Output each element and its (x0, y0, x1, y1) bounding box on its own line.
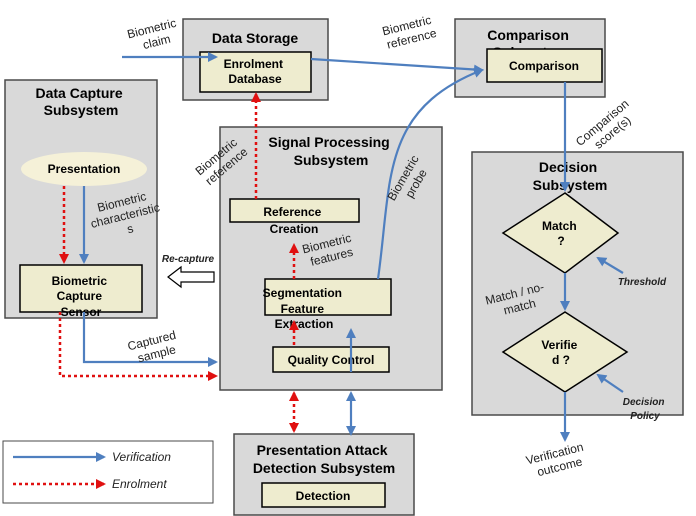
threshold-label: Threshold (618, 277, 667, 288)
detection-component: Detection (261, 482, 386, 508)
legend-enrolment-label: Enrolment (112, 477, 167, 491)
legend: Verification Enrolment (2, 440, 214, 504)
decision-policy-arrow (596, 373, 624, 393)
signal-processing-title: Signal Processing Subsystem (268, 134, 393, 168)
decision-policy-label: Decision Policy (623, 397, 667, 422)
presentation-node: Presentation (21, 152, 147, 186)
enrol-sample-arrow (58, 312, 218, 381)
data-storage-title: Data Storage (212, 30, 299, 46)
svg-text:Detection: Detection (296, 489, 351, 503)
svg-text:Enrolment Database: Enrolment Database (224, 57, 287, 86)
svg-text:Segmentation Feature: Segmentation Feature Extraction (263, 286, 346, 331)
threshold-arrow (596, 256, 624, 274)
svg-text:Verifie d ?: Verifie d ? (541, 338, 580, 367)
match-decision: Match ? (501, 192, 620, 274)
legend-verification-label: Verification (112, 450, 171, 464)
verification-flows (79, 52, 624, 442)
biometric-claim-label: Biometric claim (126, 15, 185, 55)
re-capture-label: Re-capture (162, 254, 215, 265)
biometric-capture-sensor: Biometric Capture Sensor (19, 264, 143, 319)
biometric-reference-arrow (310, 57, 484, 75)
svg-text:Presentation: Presentation (48, 162, 121, 176)
biometric-reference-top-label: Biometric reference (381, 12, 440, 52)
captured-sample-arrow (82, 312, 218, 367)
svg-text:Match ?: Match ? (542, 219, 580, 248)
svg-text:Comparison: Comparison (509, 59, 579, 73)
decision-subsystem-title: Decision Subsystem (533, 159, 608, 193)
comparison-scores-label: Comparison score(s) (573, 94, 643, 159)
pad-subsystem-title: Presentation Attack Detection Subsystem (253, 442, 395, 476)
enrolment-database: Enrolment Database (199, 51, 312, 93)
svg-text:Quality Control: Quality Control (288, 353, 375, 367)
enrolment-flows (58, 92, 299, 433)
signal-processing-subsystem: Signal Processing Subsystem (219, 126, 443, 391)
svg-text:Reference Creation: Reference Creation (263, 205, 324, 236)
reference-creation: Reference Creation (229, 198, 360, 236)
comparison-component: Comparison (486, 48, 603, 83)
biometric-probe-arrow (376, 68, 484, 280)
re-capture-arrow (167, 265, 215, 289)
verification-outcome-label: Verification outcome (525, 439, 592, 481)
verified-decision: Verifie d ? (501, 311, 629, 393)
data-capture-title: Data Capture Subsystem (35, 85, 126, 118)
quality-control: Quality Control (272, 346, 390, 373)
segmentation-feature-extraction: Segmentation Feature Extraction (263, 278, 392, 331)
svg-text:Biometric Capture: Biometric Capture Sensor (52, 274, 111, 319)
